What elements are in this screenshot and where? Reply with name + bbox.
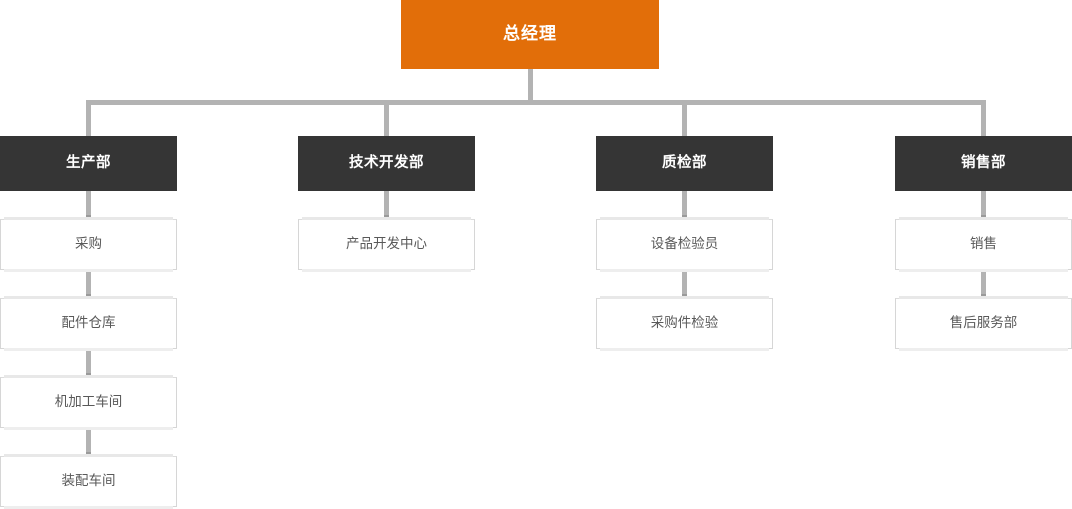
- connector-col3-unit2: [682, 270, 687, 298]
- connector-col1-drop: [86, 100, 91, 136]
- org-node-dept-4[interactable]: 销售部: [895, 136, 1072, 191]
- org-node-unit-1-2[interactable]: 配件仓库: [0, 296, 177, 351]
- org-node-unit-1-1-label: 采购: [75, 236, 102, 252]
- org-node-unit-3-2-label: 采购件检验: [650, 315, 719, 331]
- connector-root-stem: [528, 69, 533, 103]
- org-node-root[interactable]: 总经理: [401, 0, 659, 69]
- org-node-dept-3-label: 质检部: [662, 154, 707, 171]
- org-node-unit-1-3[interactable]: 机加工车间: [0, 375, 177, 430]
- connector-col1-unit4: [86, 428, 91, 456]
- org-node-unit-1-2-label: 配件仓库: [61, 315, 116, 331]
- org-node-root-label: 总经理: [503, 24, 557, 44]
- org-node-dept-1-label: 生产部: [66, 154, 111, 171]
- connector-col4-unit1: [981, 191, 986, 219]
- org-node-unit-4-1[interactable]: 销售: [895, 217, 1072, 272]
- org-node-unit-4-2[interactable]: 售后服务部: [895, 296, 1072, 351]
- org-node-unit-1-4[interactable]: 装配车间: [0, 454, 177, 509]
- connector-col2-unit1: [384, 191, 389, 219]
- org-node-dept-1[interactable]: 生产部: [0, 136, 177, 191]
- org-node-unit-4-1-label: 销售: [970, 236, 997, 252]
- connector-col4-unit2: [981, 270, 986, 298]
- connector-col1-unit1: [86, 191, 91, 219]
- org-node-unit-3-1[interactable]: 设备检验员: [596, 217, 773, 272]
- org-node-unit-3-2[interactable]: 采购件检验: [596, 296, 773, 351]
- org-node-unit-4-2-label: 售后服务部: [949, 315, 1018, 331]
- connector-distribution-bar: [86, 100, 986, 105]
- org-node-dept-2-label: 技术开发部: [349, 154, 424, 171]
- org-node-dept-2[interactable]: 技术开发部: [298, 136, 475, 191]
- org-node-dept-4-label: 销售部: [961, 154, 1006, 171]
- org-node-unit-2-1[interactable]: 产品开发中心: [298, 217, 475, 272]
- org-node-unit-1-3-label: 机加工车间: [54, 394, 123, 410]
- connector-col4-drop: [981, 100, 986, 136]
- org-node-unit-2-1-label: 产品开发中心: [346, 236, 427, 252]
- org-node-unit-3-1-label: 设备检验员: [650, 236, 719, 252]
- connector-col3-unit1: [682, 191, 687, 219]
- org-node-unit-1-4-label: 装配车间: [61, 473, 116, 489]
- org-node-unit-1-1[interactable]: 采购: [0, 217, 177, 272]
- connector-col1-unit2: [86, 270, 91, 298]
- connector-col3-drop: [682, 100, 687, 136]
- org-node-dept-3[interactable]: 质检部: [596, 136, 773, 191]
- connector-col1-unit3: [86, 349, 91, 377]
- connector-col2-drop: [384, 100, 389, 136]
